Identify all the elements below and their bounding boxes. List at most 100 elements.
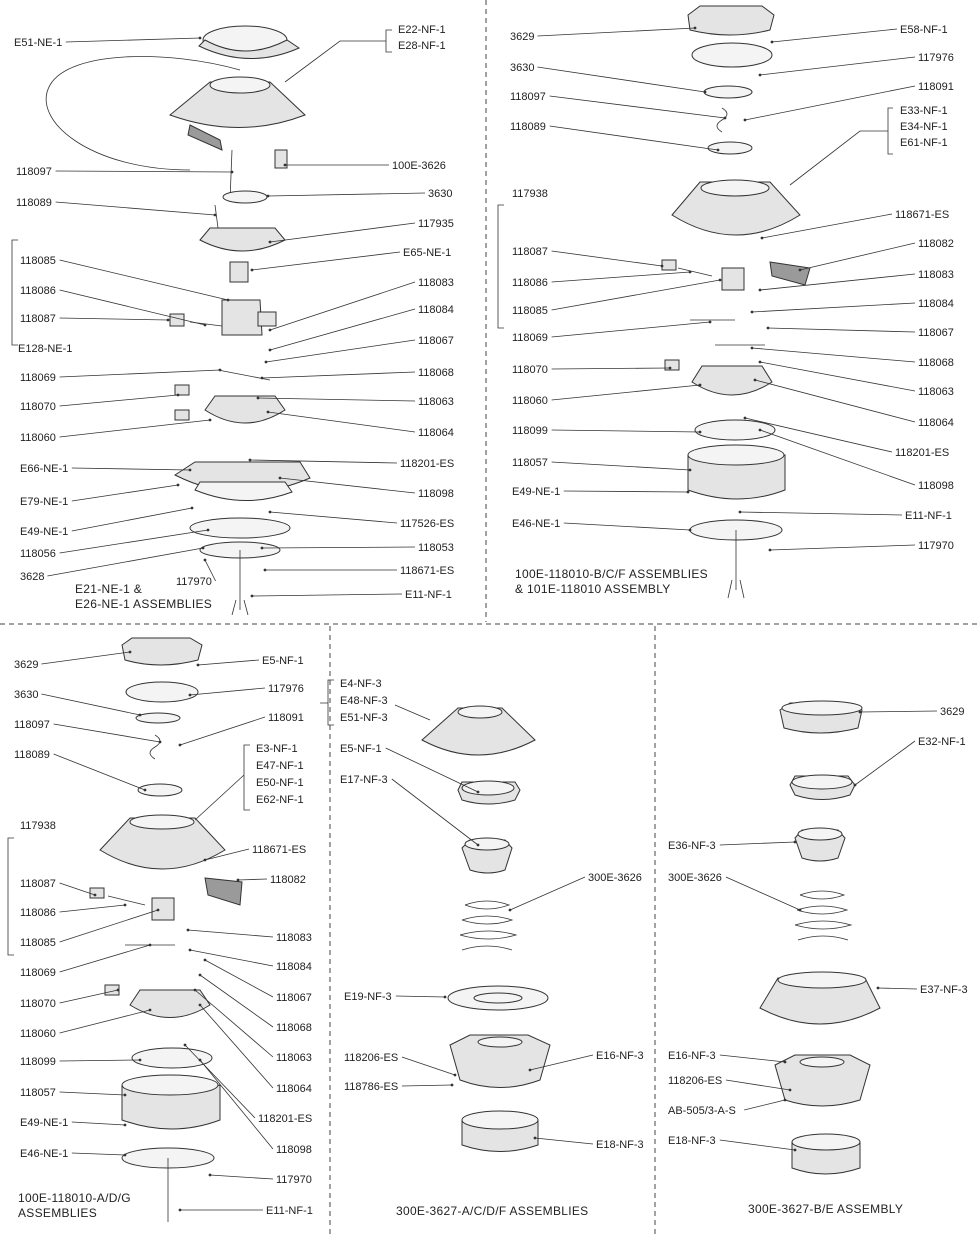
leader-line (71, 1152, 126, 1156)
leader-line (754, 379, 916, 423)
leader-line (391, 778, 479, 846)
part-label-118068: 118068 (276, 1022, 312, 1034)
part-label-117976: 117976 (268, 683, 304, 695)
leader-line (59, 904, 126, 913)
leader-arrow-tip (148, 943, 152, 947)
leader-line (71, 507, 193, 532)
part-label-118086: 118086 (20, 285, 56, 297)
leader-line (257, 397, 416, 402)
part-label-118069: 118069 (20, 967, 56, 979)
part-label-118087: 118087 (20, 313, 56, 325)
leader-line (251, 251, 401, 271)
part-label-118087: 118087 (512, 246, 548, 258)
leader-line (59, 529, 209, 554)
part-label-118060: 118060 (512, 395, 548, 407)
leader-arrow-tip (798, 268, 802, 272)
part-label-ab-505-3-a-s: AB-505/3-A-S (668, 1105, 736, 1117)
leader-line (549, 125, 719, 151)
assembly-caption: E26-NE-1 ASSEMBLIES (75, 597, 212, 611)
part-label-e16-nf-3: E16-NF-3 (668, 1050, 716, 1062)
part-label-e65-ne-1: E65-NE-1 (403, 247, 451, 259)
leader-arrow-tip (250, 594, 254, 598)
leader-line (719, 1139, 796, 1151)
leader-line (551, 271, 691, 283)
part-label-e49-ne-1: E49-NE-1 (512, 486, 560, 498)
part-label-118083: 118083 (918, 269, 954, 281)
part-label-118068: 118068 (918, 357, 954, 369)
leader-arrow-tip (208, 1173, 212, 1177)
part-label-118099: 118099 (20, 1056, 56, 1068)
part-label-e58-nf-1: E58-NF-1 (900, 24, 948, 36)
leader-arrow-tip (196, 663, 200, 667)
leader-line (189, 949, 274, 967)
leader-line (265, 339, 416, 363)
part-label-118091: 118091 (268, 712, 304, 724)
part-label-118067: 118067 (918, 327, 954, 339)
part-label-100e-3626: 100E-3626 (392, 160, 446, 172)
leader-arrow-tip (693, 26, 697, 30)
leader-arrow-tip (278, 476, 282, 480)
leader-arrow-tip (123, 1123, 127, 1127)
leader-arrow-tip (758, 288, 762, 292)
leader-arrow-tip (260, 546, 264, 550)
leader-arrow-tip (758, 360, 762, 364)
leader-line (269, 281, 416, 331)
leader-arrow-tip (266, 194, 270, 198)
part-label-3629: 3629 (940, 706, 964, 718)
part-label-118201-es: 118201-ES (895, 447, 949, 459)
leader-line (385, 747, 479, 793)
leader-arrow-tip (203, 323, 207, 327)
part-label-118056: 118056 (20, 548, 56, 560)
leader-line (859, 710, 938, 713)
part-label-e51-nf-3: E51-NF-3 (340, 712, 388, 724)
leader-arrow-tip (193, 988, 197, 992)
leader-line (59, 289, 206, 326)
leader-arrow-tip (206, 528, 210, 532)
leader-line (395, 995, 446, 998)
part-label-118063: 118063 (276, 1052, 312, 1064)
part-label-118091: 118091 (918, 81, 954, 93)
leader-arrow-tip (198, 1058, 202, 1062)
leader-lines (41, 26, 938, 1212)
leader-line (59, 1009, 151, 1034)
part-label-117938: 117938 (512, 188, 548, 200)
leader-arrow-tip (698, 430, 702, 434)
leader-line (209, 1174, 274, 1180)
part-label-e28-nf-1: E28-NF-1 (398, 40, 446, 52)
leader-line (59, 944, 151, 973)
leader-arrow-tip (750, 346, 754, 350)
leader-line (71, 1121, 126, 1126)
part-label-118064: 118064 (918, 417, 954, 429)
leader-line (47, 547, 204, 577)
leader-line (184, 1044, 256, 1119)
part-label-e62-nf-1: E62-NF-1 (256, 794, 304, 806)
part-label-e33-nf-1: E33-NF-1 (900, 105, 948, 117)
leader-line (59, 419, 211, 438)
leader-arrow-tip (203, 858, 207, 862)
part-label-e49-ne-1: E49-NE-1 (20, 526, 68, 538)
leader-arrow-tip (158, 740, 162, 744)
leader-arrow-tip (768, 548, 772, 552)
part-label-118083: 118083 (418, 277, 454, 289)
leader-line (854, 740, 916, 786)
leader-line (251, 593, 403, 597)
leader-line (41, 651, 131, 665)
leader-line (534, 1137, 594, 1145)
part-label-3630: 3630 (510, 62, 534, 74)
leader-line (551, 321, 711, 338)
leader-arrow-tip (443, 995, 447, 999)
part-label-118083: 118083 (276, 932, 312, 944)
leader-arrow-tip (236, 878, 240, 882)
part-label-118082: 118082 (918, 238, 954, 250)
leader-line (549, 95, 726, 119)
leader-arrow-tip (203, 558, 207, 562)
part-label-118067: 118067 (418, 335, 454, 347)
leader-arrow-tip (853, 783, 857, 787)
leader-line (769, 544, 916, 551)
part-label-118671-es: 118671-ES (895, 209, 949, 221)
leader-arrow-tip (230, 170, 234, 174)
part-label-118087: 118087 (20, 878, 56, 890)
part-label-118085: 118085 (20, 937, 56, 949)
leader-arrow-tip (250, 268, 254, 272)
leader-line (71, 484, 179, 502)
